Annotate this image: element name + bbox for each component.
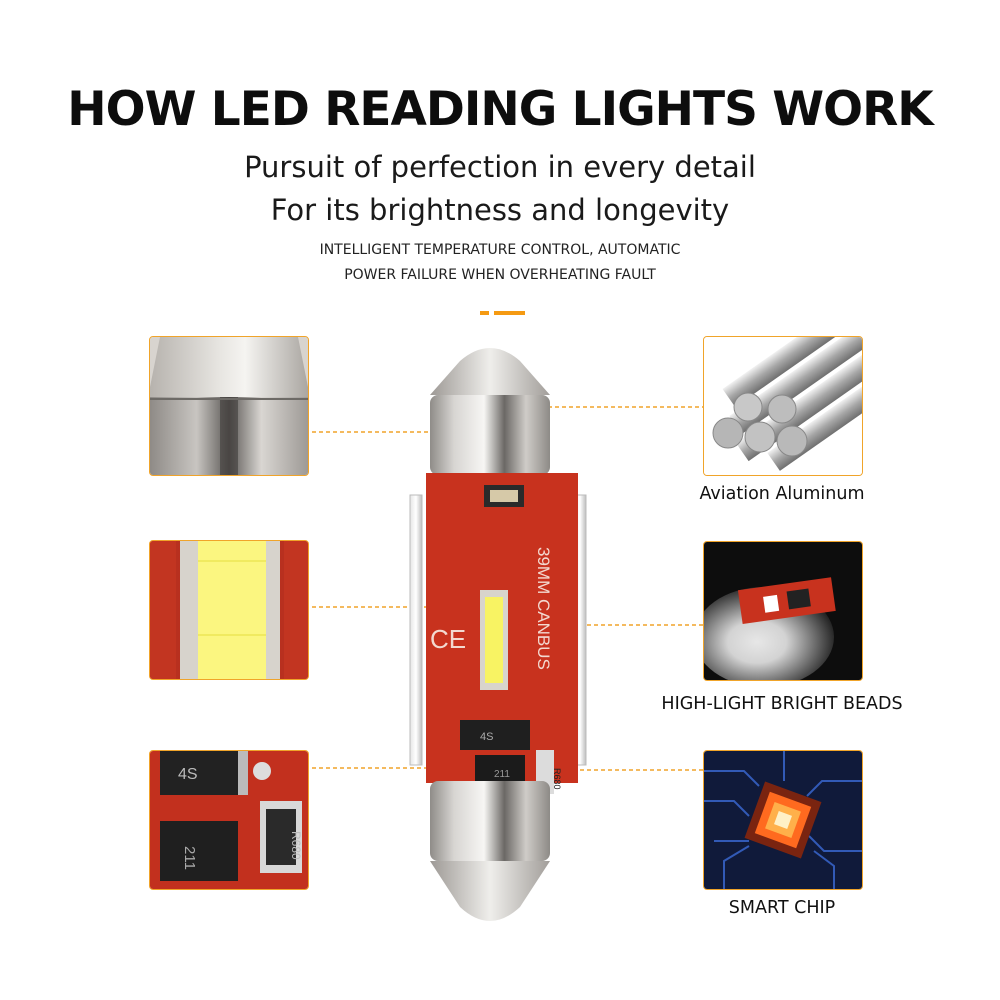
bulb-cap-top xyxy=(430,395,550,475)
chip-code-marking: 4S xyxy=(480,731,493,743)
pcb-chip-top xyxy=(460,720,530,750)
feature-label-smart-chip: SMART CHIP xyxy=(728,898,836,918)
festoon-bulb: 39MM CANBUS CE 4S 211 R680 xyxy=(409,348,587,921)
chip-code2-marking: 211 xyxy=(494,769,510,780)
chip-code2-zoom: 211 xyxy=(181,846,198,870)
accent-dash-long xyxy=(494,311,525,315)
detail-box-endcap xyxy=(149,336,309,476)
detail-box-circuit: 4S 211 R680 xyxy=(149,750,309,890)
bulb-model-marking: 39MM CANBUS xyxy=(534,547,553,670)
bulb-tip-top xyxy=(430,348,550,395)
feature-label-aluminum: Aviation Aluminum xyxy=(699,484,865,504)
note-line-1: INTELLIGENT TEMPERATURE CONTROL, AUTOMAT… xyxy=(319,242,681,258)
subtitle-line-1: Pursuit of perfection in every detail xyxy=(244,150,756,184)
feature-label-bright-beads: HIGH-LIGHT BRIGHT BEADS xyxy=(661,694,903,714)
heatsink-left xyxy=(409,494,423,766)
accent-dash-short xyxy=(480,311,489,315)
chip-code-zoom: 4S xyxy=(178,766,198,783)
note-line-2: POWER FAILURE WHEN OVERHEATING FAULT xyxy=(344,267,656,283)
bulb-cap-bottom xyxy=(430,781,550,861)
ce-marking: CE xyxy=(430,624,466,654)
resistor-code-zoom: R680 xyxy=(289,831,303,860)
led-emitter xyxy=(485,597,503,683)
resistor-marking: R680 xyxy=(552,768,562,790)
feature-box-smart-chip xyxy=(703,750,863,890)
detail-box-led-chip xyxy=(149,540,309,680)
subtitle-line-2: For its brightness and longevity xyxy=(270,193,730,227)
feature-box-bright-beads xyxy=(703,541,863,681)
page-title: HOW LED READING LIGHTS WORK xyxy=(67,82,933,137)
feature-box-aluminum xyxy=(703,336,863,476)
bulb-tip-bottom xyxy=(430,861,550,921)
